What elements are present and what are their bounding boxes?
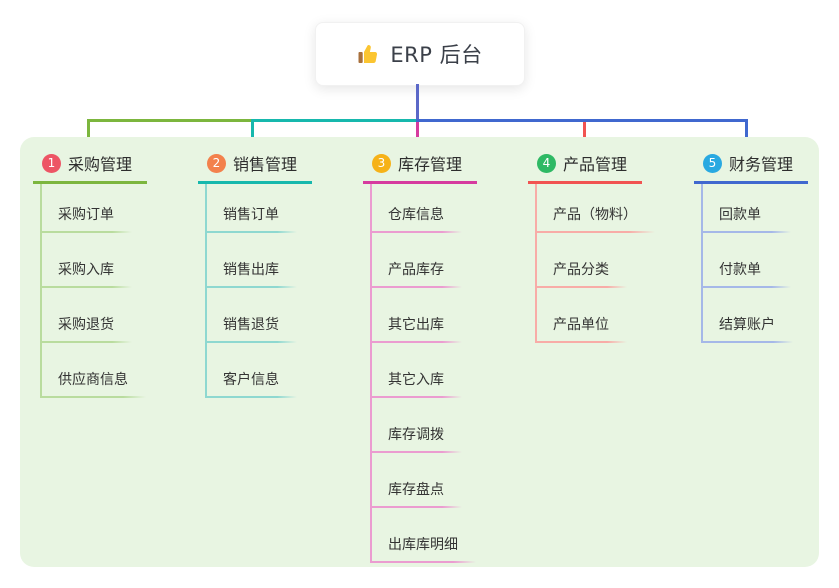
branch-number-badge: 3 (372, 153, 391, 173)
branch-number-badge: 4 (537, 153, 556, 173)
node-item[interactable]: 回款单 (703, 184, 791, 233)
branch-number-badge: 5 (703, 153, 722, 173)
thumbs-up-icon (357, 42, 381, 66)
branch-label: 销售管理 (233, 155, 298, 174)
branch-product-items: 产品（物料） 产品分类 产品单位 (535, 184, 655, 343)
branch-finance-title[interactable]: 5 财务管理 (694, 148, 809, 184)
connector-bus-purchase (87, 119, 253, 122)
branch-inventory-title[interactable]: 3 库存管理 (363, 148, 478, 184)
branch-product: 4 产品管理 产品（物料） 产品分类 产品单位 (528, 148, 655, 343)
branches-panel (20, 137, 819, 567)
node-item[interactable]: 采购入库 (42, 233, 132, 288)
branch-label: 产品管理 (563, 155, 628, 174)
node-item[interactable]: 产品库存 (372, 233, 462, 288)
node-item[interactable]: 结算账户 (703, 288, 793, 343)
node-item[interactable]: 采购退货 (42, 288, 132, 343)
branch-inventory-items: 仓库信息 产品库存 其它出库 其它入库 库存调拨 库存盘点 出库库明细 (370, 184, 476, 563)
node-item[interactable]: 出库库明细 (372, 508, 476, 563)
branch-purchase: 1 采购管理 采购订单 采购入库 采购退货 供应商信息 (33, 148, 148, 398)
connector-drop-product (583, 122, 586, 147)
branch-sales-title[interactable]: 2 销售管理 (198, 148, 313, 184)
node-item[interactable]: 产品单位 (537, 288, 627, 343)
connector-root (416, 84, 419, 121)
connector-bus-finance (416, 119, 748, 122)
node-item[interactable]: 库存盘点 (372, 453, 462, 508)
node-item[interactable]: 其它入库 (372, 343, 462, 398)
branch-inventory: 3 库存管理 仓库信息 产品库存 其它出库 其它入库 库存调拨 库存盘点 出库库… (363, 148, 478, 563)
connector-bus-sales (251, 119, 418, 122)
branch-number-badge: 2 (207, 153, 226, 173)
node-item[interactable]: 供应商信息 (42, 343, 146, 398)
connector-drop-sales (251, 119, 254, 147)
node-item[interactable]: 其它出库 (372, 288, 462, 343)
branch-label: 采购管理 (68, 155, 133, 174)
branch-number-badge: 1 (42, 153, 61, 173)
root-node[interactable]: ERP 后台 (315, 22, 525, 86)
node-item[interactable]: 销售退货 (207, 288, 297, 343)
node-item[interactable]: 销售订单 (207, 184, 297, 233)
connector-drop-purchase (87, 119, 90, 147)
branch-sales: 2 销售管理 销售订单 销售出库 销售退货 客户信息 (198, 148, 313, 398)
branch-purchase-items: 采购订单 采购入库 采购退货 供应商信息 (40, 184, 146, 398)
node-item[interactable]: 销售出库 (207, 233, 297, 288)
node-item[interactable]: 仓库信息 (372, 184, 462, 233)
node-item[interactable]: 产品分类 (537, 233, 627, 288)
node-item[interactable]: 产品（物料） (537, 184, 655, 233)
connector-drop-inventory (416, 122, 419, 147)
node-item[interactable]: 付款单 (703, 233, 791, 288)
node-item[interactable]: 库存调拨 (372, 398, 462, 453)
node-item[interactable]: 客户信息 (207, 343, 297, 398)
branch-label: 库存管理 (398, 155, 463, 174)
branch-sales-items: 销售订单 销售出库 销售退货 客户信息 (205, 184, 297, 398)
branch-product-title[interactable]: 4 产品管理 (528, 148, 643, 184)
node-item[interactable]: 采购订单 (42, 184, 132, 233)
connector-drop-finance (745, 119, 748, 147)
branch-label: 财务管理 (729, 155, 794, 174)
branch-finance-items: 回款单 付款单 结算账户 (701, 184, 793, 343)
branch-finance: 5 财务管理 回款单 付款单 结算账户 (694, 148, 809, 343)
root-label: ERP 后台 (390, 43, 483, 67)
branch-purchase-title[interactable]: 1 采购管理 (33, 148, 148, 184)
